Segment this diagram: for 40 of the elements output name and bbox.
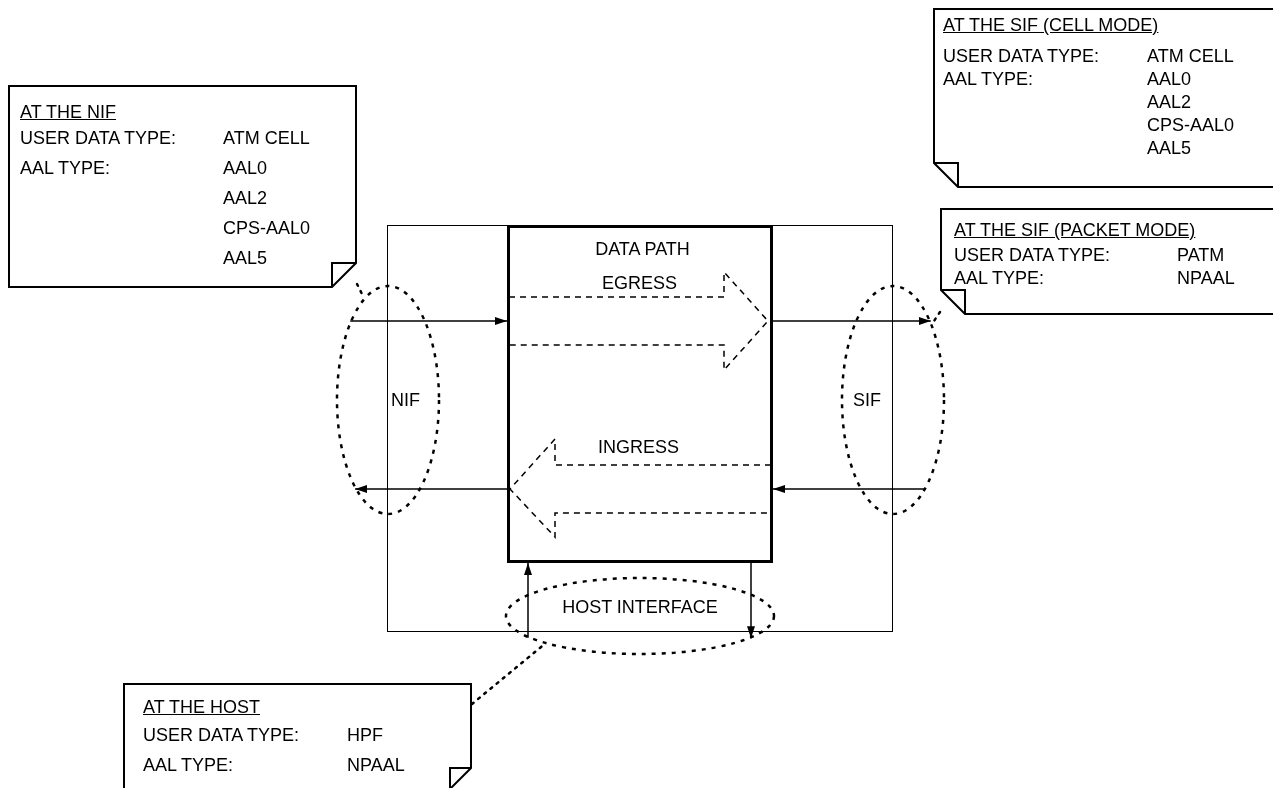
field-value: AAL0: [1147, 69, 1192, 89]
interface-label: SIF: [853, 390, 881, 410]
field-label: USER DATA TYPE:: [943, 46, 1100, 66]
block-title: DATA PATH: [595, 238, 690, 259]
field-label: USER DATA TYPE:: [20, 128, 177, 148]
interface-label: HOST INTERFACE: [562, 597, 718, 617]
field-value: PATM: [1177, 245, 1225, 265]
flow-label: INGRESS: [598, 436, 679, 457]
arrow: [524, 562, 532, 639]
field-value: AAL0: [223, 158, 268, 178]
note-heading: AT THE NIF: [20, 102, 116, 122]
field-label: USER DATA TYPE:: [143, 725, 300, 745]
flow-label: EGRESS: [602, 272, 677, 293]
field-value: NPAAL: [347, 755, 405, 775]
block-box: [506, 224, 773, 563]
interface-label: NIF: [391, 390, 420, 410]
field-label: AAL TYPE:: [143, 755, 234, 775]
field-value: CPS-AAL0: [1147, 115, 1235, 135]
field-value: NPAAL: [1177, 268, 1235, 288]
field-label: AAL TYPE:: [943, 69, 1034, 89]
field-value: AAL5: [1147, 138, 1192, 158]
field-value: HPF: [347, 725, 383, 745]
field-value: ATM CELL: [1147, 46, 1234, 66]
field-label: USER DATA TYPE:: [954, 245, 1111, 265]
arrow: [747, 562, 755, 639]
field-label: AAL TYPE:: [954, 268, 1045, 288]
arrow: [354, 485, 508, 493]
field-value: AAL5: [223, 248, 268, 268]
arrow: [772, 317, 932, 325]
field-label: AAL TYPE:: [20, 158, 111, 178]
note-heading: AT THE SIF (CELL MODE): [943, 15, 1159, 35]
note-heading: AT THE SIF (PACKET MODE): [954, 220, 1196, 240]
field-value: AAL2: [223, 188, 268, 208]
arrow: [772, 485, 927, 493]
field-value: ATM CELL: [223, 128, 310, 148]
field-value: AAL2: [1147, 92, 1192, 112]
block-box: [387, 225, 893, 632]
field-value: CPS-AAL0: [223, 218, 311, 238]
note-heading: AT THE HOST: [143, 697, 261, 717]
arrow: [349, 317, 508, 325]
